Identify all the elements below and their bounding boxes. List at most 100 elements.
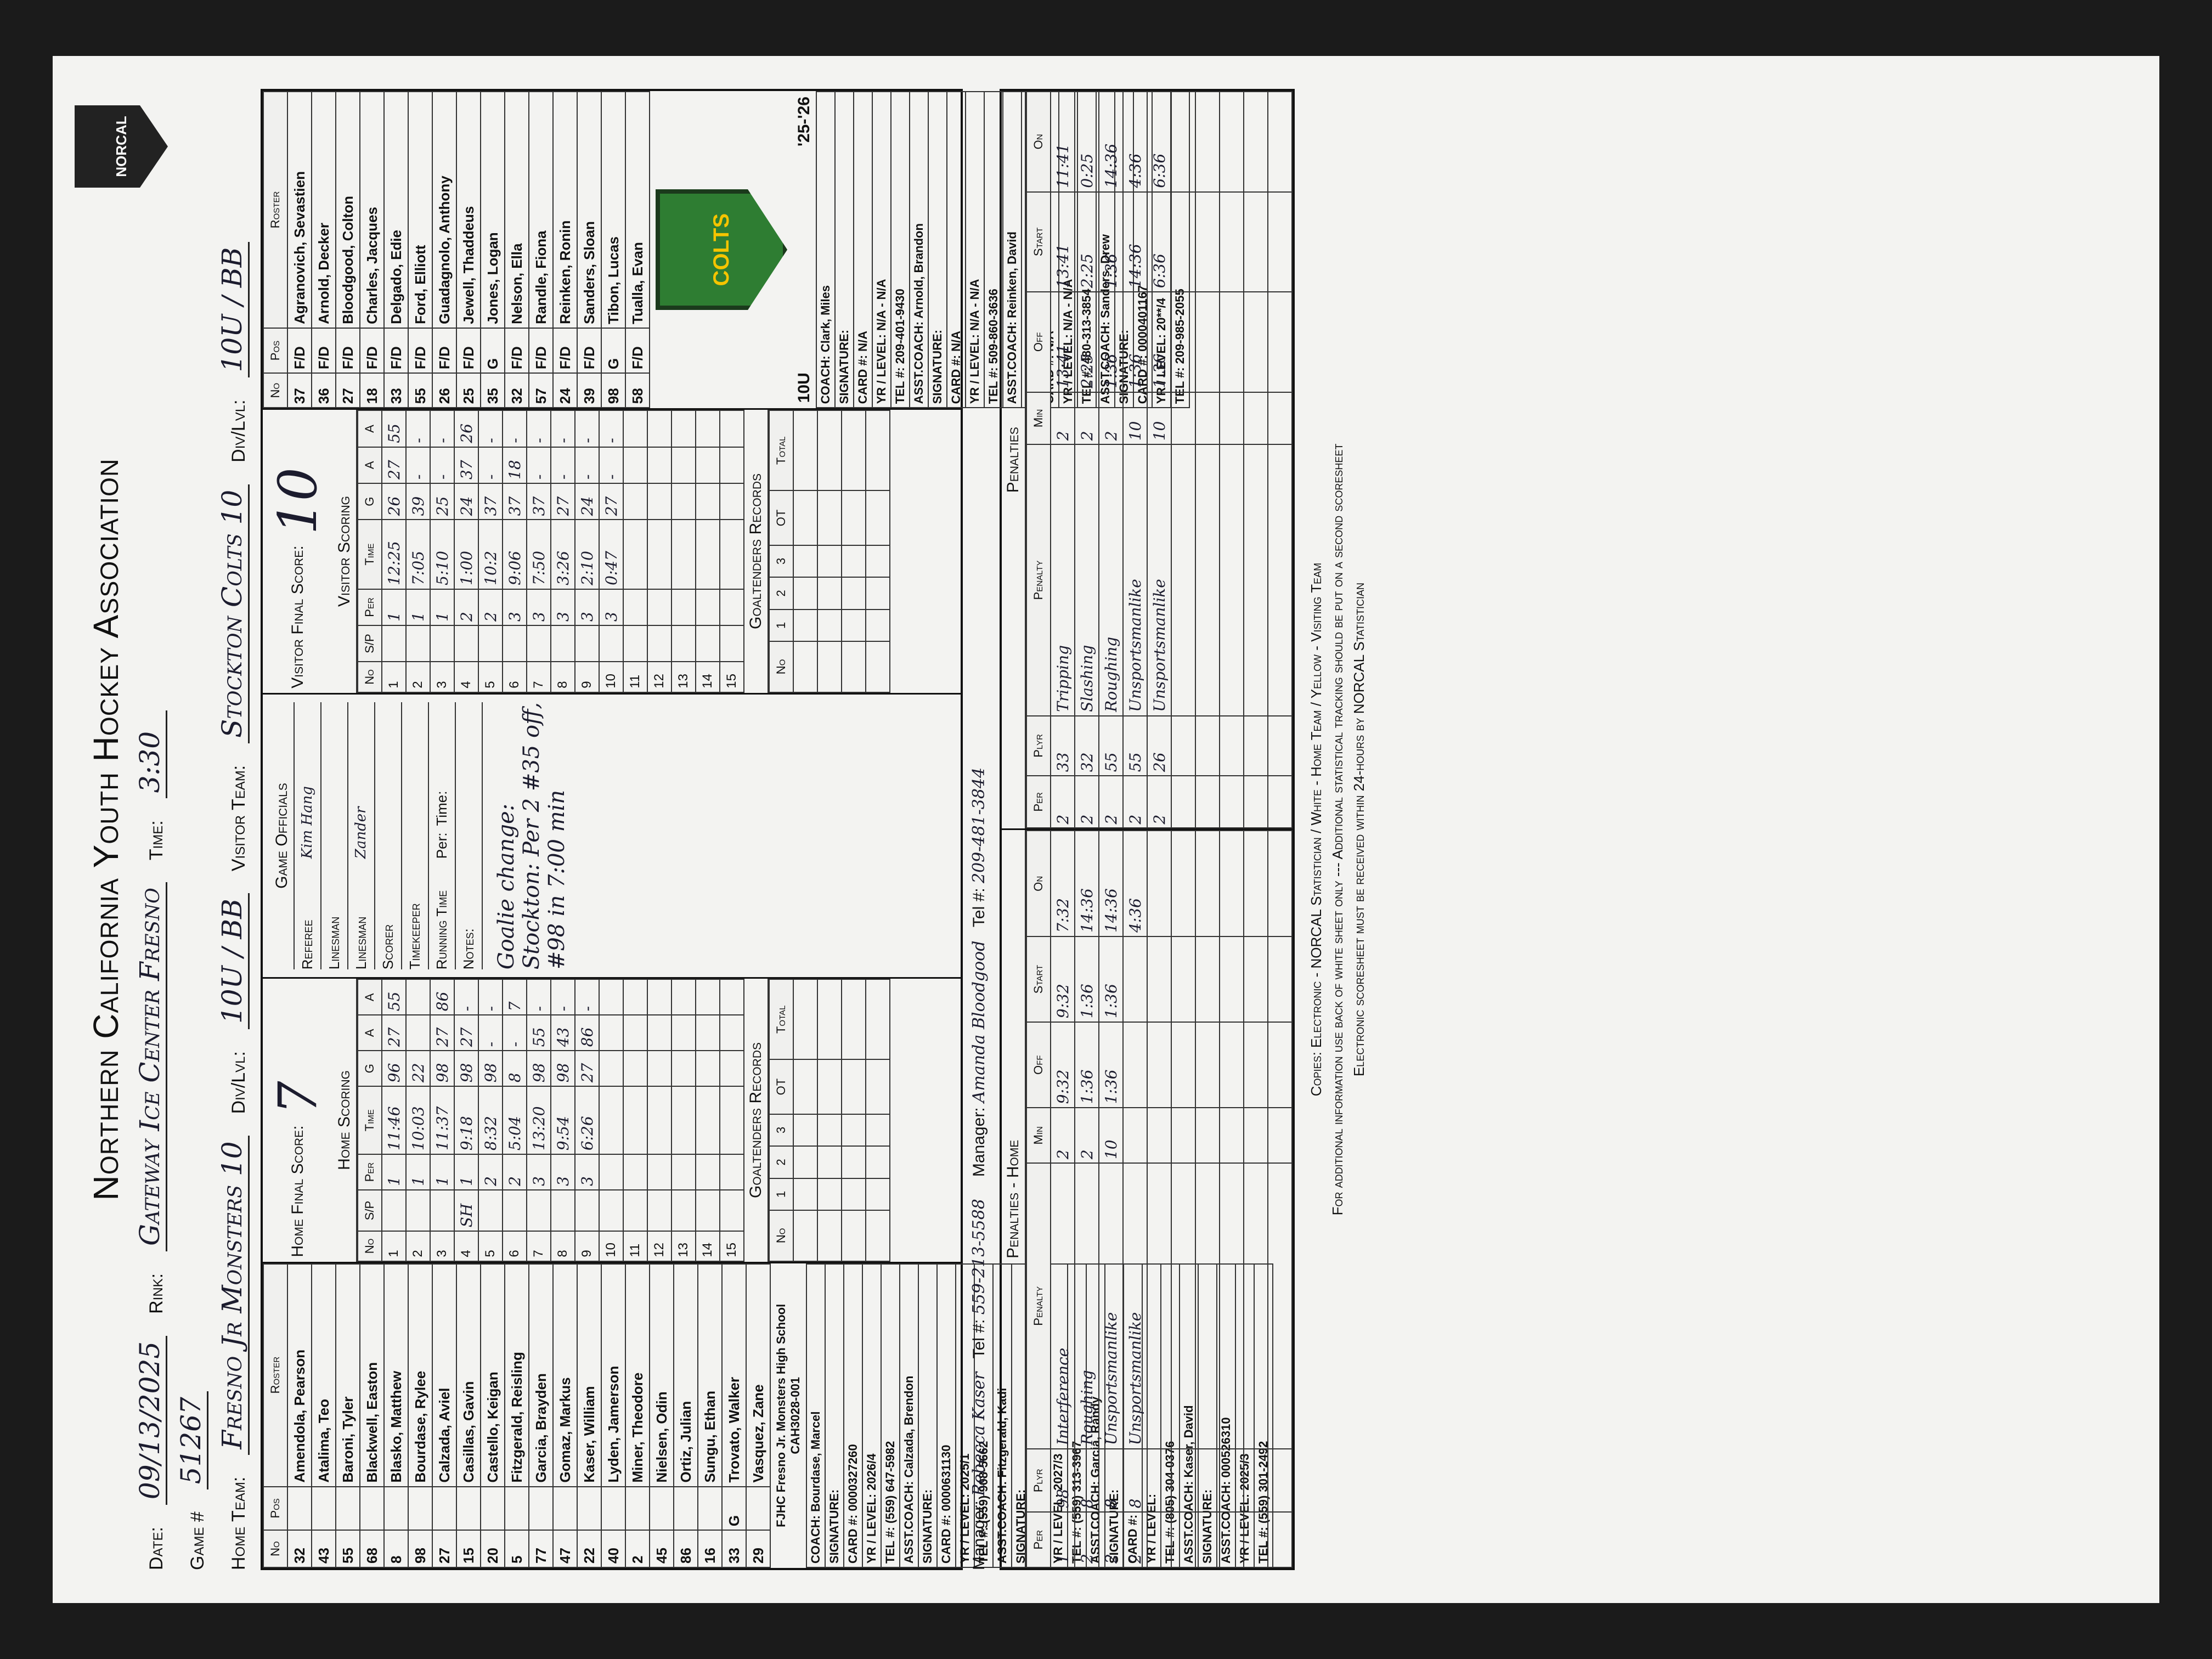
- visitor-penalty-header: On: [1026, 92, 1051, 192]
- home-scoring-row-a1: 43: [551, 1015, 575, 1051]
- notes-text: Goalie change: Stockton: Per 2 #35 off, …: [494, 702, 569, 970]
- home-scoring-row-g: [647, 1051, 672, 1087]
- home-penalty-row-on: 7:32: [1051, 831, 1075, 936]
- home-penalty-header: Per: [1026, 1512, 1051, 1567]
- visitor-scoring-row-per: 3: [551, 589, 575, 626]
- visitor-roster-row-pos: F/D: [577, 328, 601, 374]
- home-goalie-row-cell: [842, 979, 866, 1060]
- visitor-staff-line: COACH: Clark, Miles: [816, 92, 835, 408]
- home-penalty-row-min: 10: [1099, 1108, 1123, 1164]
- home-scoring-row-a2: [599, 979, 623, 1015]
- home-scoring-row-time: 5:04: [503, 1086, 527, 1155]
- visitor-scoring-row-g: 24: [575, 483, 599, 520]
- visitor-scoring-row-time: 9:06: [503, 520, 527, 589]
- home-penalty-empty-row-cell: [1244, 936, 1268, 1023]
- visitor-scoring-row-a1: [696, 447, 720, 483]
- time-label: Time:: [146, 820, 167, 861]
- home-staff-line: YR / LEVEL: 2026/4: [862, 1263, 881, 1567]
- home-staff-line-row: SIGNATURE:: [825, 1263, 844, 1567]
- visitor-penalty-row-plyr: 55: [1123, 715, 1147, 776]
- home-penalty-empty-row-cell: [1244, 1163, 1268, 1449]
- visitor-penalty-header: Penalty: [1026, 444, 1051, 716]
- home-scoring-row-no: 3: [430, 1231, 454, 1261]
- visitor-scoring-row-a1: -: [599, 447, 623, 483]
- visitor-penalty-empty-row-cell: [1220, 92, 1244, 192]
- home-penalty-empty-row-cell: [1147, 1449, 1171, 1513]
- home-roster-row-no: 8: [384, 1530, 408, 1567]
- home-roster-row-no: 86: [674, 1530, 698, 1567]
- home-goalie-row-cell: [793, 1114, 817, 1147]
- home-divlvl-value: 10U / BB: [216, 893, 250, 1030]
- home-penalty-row-per: 1: [1051, 1512, 1075, 1567]
- visitor-scoring-row-sp: [454, 625, 478, 662]
- visitor-penalty-empty-row-cell: [1268, 292, 1292, 392]
- visitor-scoring-row-sp: [696, 625, 720, 662]
- visitor-penalty-row-min: 2: [1075, 392, 1099, 445]
- visitor-manager: Manager: Amanda Bloodgood Tel #: 209-481…: [969, 767, 989, 1177]
- visitor-final-score-value: 10: [267, 467, 329, 535]
- visitor-penalty-row-start: 6:36: [1147, 191, 1171, 292]
- home-scoring-row-a2: [406, 979, 430, 1015]
- visitor-penalty-empty-row-cell: [1195, 444, 1220, 716]
- visitor-scoring-column: Visitor Final Score: 10 Visitor Scoring …: [263, 408, 961, 693]
- visitor-penalty-row-per: 2: [1051, 776, 1075, 828]
- visitor-penalty-empty-row-cell: [1220, 444, 1244, 716]
- home-penalty-empty-row: [1268, 831, 1292, 1567]
- visitor-scoring-row-a2: -: [430, 410, 454, 447]
- home-goalie-row-cell: [866, 1210, 890, 1261]
- home-scoring-row-a2: -: [551, 979, 575, 1015]
- home-roster-row-no: 16: [698, 1530, 722, 1567]
- header-row-1: Date: 09/13/2025 Rink: Gateway Ice Cente…: [134, 89, 167, 1570]
- home-penalty-header: Off: [1026, 1022, 1051, 1108]
- home-scoring-row-a1: [672, 1015, 696, 1051]
- home-penalty-empty-row-cell: [1147, 1108, 1171, 1164]
- visitor-penalty-empty-row-cell: [1195, 92, 1220, 192]
- visitor-penalty-empty-row-cell: [1220, 191, 1244, 292]
- home-penalty-row-on: 14:36: [1099, 831, 1123, 936]
- home-goalie-header: 3: [769, 1114, 793, 1147]
- visitor-penalty-empty-row-cell: [1244, 715, 1268, 776]
- home-staff-line: SIGNATURE:: [825, 1263, 844, 1567]
- home-scoring-row-a1: [599, 1015, 623, 1051]
- home-scoring-row-a1: [647, 1015, 672, 1051]
- visitor-penalty-empty-row-cell: [1195, 715, 1220, 776]
- home-scoring-header: G: [358, 1051, 382, 1087]
- visitor-scoring-row-time: 3:26: [551, 520, 575, 589]
- home-scoring-row-per: 2: [478, 1154, 503, 1190]
- visitor-goalie-row-cell: [842, 641, 866, 692]
- visitor-scoring-row-no: 8: [551, 662, 575, 692]
- visitor-penalty-row-start: 13:41: [1051, 191, 1075, 292]
- visitor-scoring-row-sp: [551, 625, 575, 662]
- visitor-penalty-empty-row-cell: [1268, 92, 1292, 192]
- home-goalie-row-cell: [866, 1146, 890, 1178]
- visitor-penalty-row-penalty: Unsportsmanlike: [1123, 444, 1147, 716]
- home-roster-row-pos: [456, 1486, 481, 1531]
- visitor-roster-row-pos: F/D: [312, 328, 336, 374]
- home-scoring-row-per: [599, 1154, 623, 1190]
- home-scoring-row-per: [672, 1154, 696, 1190]
- home-scoring-row-no: 13: [672, 1231, 696, 1261]
- home-final-score-value: 7: [267, 1081, 329, 1115]
- home-scoring-row-sp: [623, 1189, 647, 1232]
- visitor-scoring-row-a1: 37: [454, 447, 478, 483]
- home-penalty-empty-row-cell: [1268, 1512, 1292, 1567]
- visitor-penalty-empty-row-cell: [1171, 444, 1195, 716]
- home-scoring-row-time: [647, 1086, 672, 1155]
- home-scoring-row-no: 8: [551, 1231, 575, 1261]
- home-penalty-row-plyr: 8: [1123, 1449, 1147, 1513]
- home-staff-line: CARD #: 0000327260: [844, 1263, 862, 1567]
- home-penalty-row-penalty: Roughing: [1075, 1163, 1099, 1449]
- visitor-scoring-row: 12: [647, 410, 672, 692]
- visitor-scoring-row-g: [647, 483, 672, 520]
- visitor-goalie-row: [866, 410, 890, 692]
